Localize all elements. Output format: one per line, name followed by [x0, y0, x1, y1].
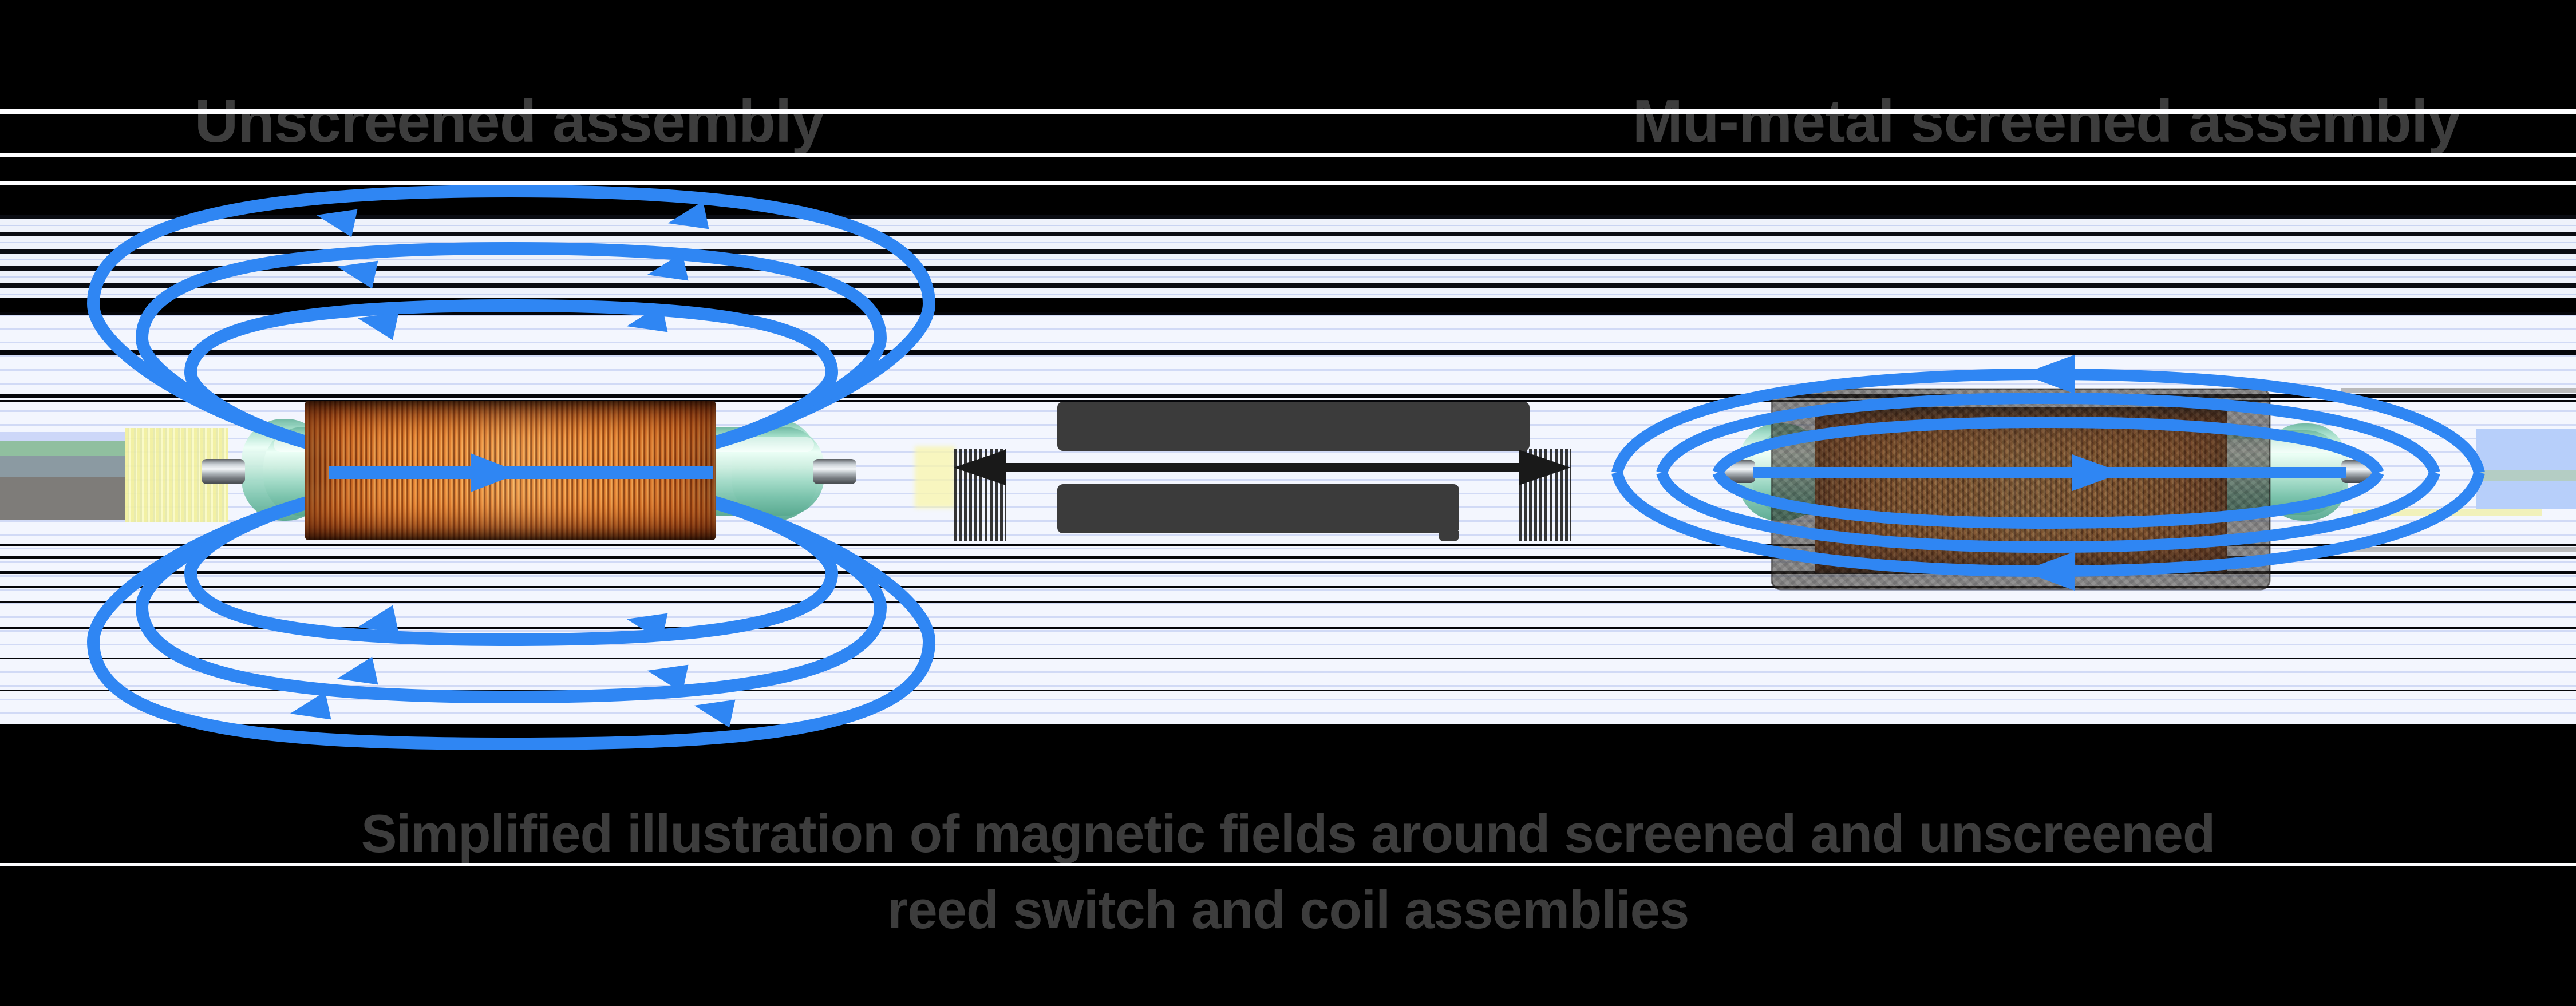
- glitch-stripe: [0, 350, 2576, 355]
- unscreened-assembly: [86, 184, 936, 751]
- glitch-stripe: [0, 400, 2576, 402]
- glitch-stripe: [0, 181, 2576, 185]
- field-arrow-icon: [667, 201, 709, 229]
- reed-pin-left: [202, 459, 245, 484]
- caption-line2: reed switch and coil assemblies: [887, 880, 1689, 940]
- field-line: [184, 466, 839, 647]
- field-arrow-icon: [647, 252, 689, 281]
- obscured-label-descender: [1439, 531, 1459, 541]
- glitch-stripe: [0, 556, 2576, 559]
- glitch-smear: [0, 441, 125, 456]
- glitch-stripe-band-top: [0, 215, 2576, 298]
- field-arrow-icon: [337, 656, 378, 685]
- glitch-smear: [0, 477, 125, 520]
- glitch-smear-blue: [2476, 429, 2576, 509]
- glitch-smear: [0, 456, 125, 477]
- field-arrow-icon: [357, 605, 399, 633]
- reed-pin-right: [813, 459, 856, 484]
- obscured-label-line2: [1057, 484, 1459, 533]
- glitch-smear-yellow: [915, 446, 955, 508]
- glitch-stripe: [0, 544, 2576, 546]
- screened-assembly: [1611, 355, 2485, 591]
- caption-line1: Simplified illustration of magnetic fiel…: [361, 803, 2216, 864]
- field-line: [1712, 470, 2384, 529]
- glitch-stripe: [0, 863, 2576, 866]
- distance-arrow-shaft: [1003, 463, 1520, 472]
- figure-caption: Simplified illustration of magnetic fiel…: [143, 795, 2433, 948]
- glitch-stripe: [0, 627, 2576, 629]
- field-arrow-icon: [626, 304, 668, 332]
- field-arrow-icon: [357, 312, 399, 340]
- glitch-smear: [2341, 388, 2576, 393]
- field-line: [1656, 470, 2440, 553]
- field-direction-arrows-unscreened: [290, 201, 736, 728]
- field-line: [86, 466, 936, 751]
- glitch-stripe: [0, 601, 2576, 603]
- field-line: [135, 466, 887, 704]
- axis-arrow-icon: [2072, 454, 2123, 491]
- field-direction-arrows-screened: [2022, 355, 2123, 591]
- field-arrow-icon: [2022, 355, 2075, 394]
- glitch-smear: [2476, 470, 2576, 481]
- glitch-stripe: [0, 586, 2576, 588]
- arrowhead-left-icon: [954, 450, 1006, 485]
- arrowhead-right-icon: [1519, 450, 1571, 485]
- glitch-stripe: [0, 153, 2576, 157]
- obscured-label-line1: [1057, 402, 1530, 451]
- glitch-stripe: [0, 312, 2576, 315]
- field-line: [184, 299, 839, 480]
- field-arrow-icon: [337, 260, 378, 289]
- field-lines-unscreened: [86, 184, 936, 751]
- glitch-smear: [0, 432, 125, 441]
- screened-title: Mu-metal screened assembly: [1632, 88, 2462, 155]
- glitch-stripe: [0, 394, 2576, 398]
- glitch-stripe: [0, 658, 2576, 659]
- field-line: [135, 241, 887, 480]
- field-arrow-icon: [2022, 552, 2075, 591]
- axis-arrow-icon: [471, 453, 521, 492]
- field-arrow-icon: [647, 664, 689, 693]
- unscreened-title: Unscreened assembly: [194, 88, 825, 155]
- field-arrow-icon: [316, 209, 358, 237]
- glitch-stripe: [0, 109, 2576, 114]
- field-arrow-icon: [694, 699, 736, 728]
- glitch-stripe: [0, 571, 2576, 574]
- field-line: [1656, 392, 2440, 475]
- glitch-smear: [2341, 547, 2576, 552]
- field-arrow-icon: [290, 691, 331, 720]
- field-line: [86, 184, 936, 480]
- field-line: [1712, 416, 2384, 476]
- glitch-stripe: [0, 690, 2576, 691]
- field-arrow-icon: [626, 613, 668, 641]
